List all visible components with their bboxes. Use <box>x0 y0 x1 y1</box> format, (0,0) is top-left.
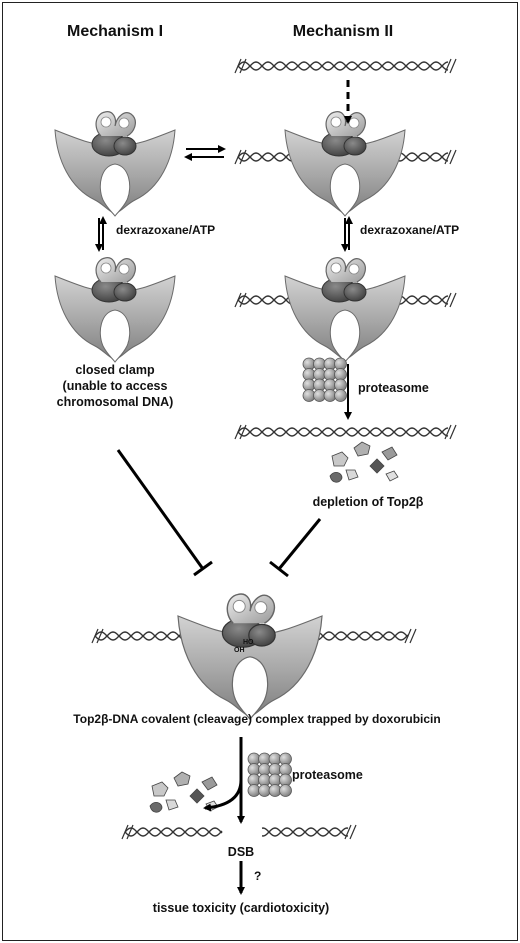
mechanism-1-header: Mechanism I <box>67 23 163 40</box>
proteasome-bottom-label: proteasome <box>292 768 363 782</box>
question-mark-label: ? <box>254 869 261 883</box>
inhibition-arrow-left <box>116 449 213 577</box>
protein-fragments-top <box>329 441 399 483</box>
svg-text:chromosomal DNA): chromosomal DNA) <box>57 395 174 409</box>
svg-text:closed clamp: closed clamp <box>75 363 155 377</box>
left-dexrazoxane-arrows <box>95 216 107 252</box>
enzyme-mechanism2-closed <box>284 257 406 363</box>
proteasome-bottom-icon <box>247 752 292 797</box>
inhibition-arrow-right <box>269 518 322 578</box>
enzyme-mechanism1-closed <box>54 257 176 363</box>
oh-label: OH <box>234 647 245 654</box>
tissue-toxicity-label: tissue toxicity (cardiotoxicity) <box>153 901 329 915</box>
right-dexrazoxane-arrows <box>341 216 353 252</box>
ho-label: HO <box>243 639 254 646</box>
dsb-label: DSB <box>228 845 254 859</box>
proteasome-top-label: proteasome <box>358 381 429 395</box>
degradation-arrow <box>203 737 245 824</box>
mechanism-2-header: Mechanism II <box>293 23 393 40</box>
closed-clamp-text: closed clamp (unable to access chromosom… <box>57 363 174 409</box>
dna-strand-broken <box>121 824 357 840</box>
equilibrium-arrows <box>184 145 226 161</box>
cleavage-complex-label: Top2β-DNA covalent (cleavage) complex tr… <box>73 712 440 726</box>
dexrazoxane-left-label: dexrazoxane/ATP <box>116 223 215 237</box>
dexrazoxane-right-label: dexrazoxane/ATP <box>360 223 459 237</box>
dna-strand-released <box>234 424 457 440</box>
dna-strand-free-top <box>234 58 457 74</box>
svg-text:(unable to access: (unable to access <box>63 379 168 393</box>
enzyme-mechanism1-open <box>54 111 176 217</box>
protein-fragments-bottom <box>149 771 219 813</box>
top2b-enzymes <box>54 111 406 721</box>
enzyme-mechanism2-bound <box>284 111 406 217</box>
proteasome-top-icon <box>302 357 347 402</box>
enzyme-cleavage-complex <box>177 593 323 721</box>
depletion-label: depletion of Top2β <box>313 495 424 509</box>
